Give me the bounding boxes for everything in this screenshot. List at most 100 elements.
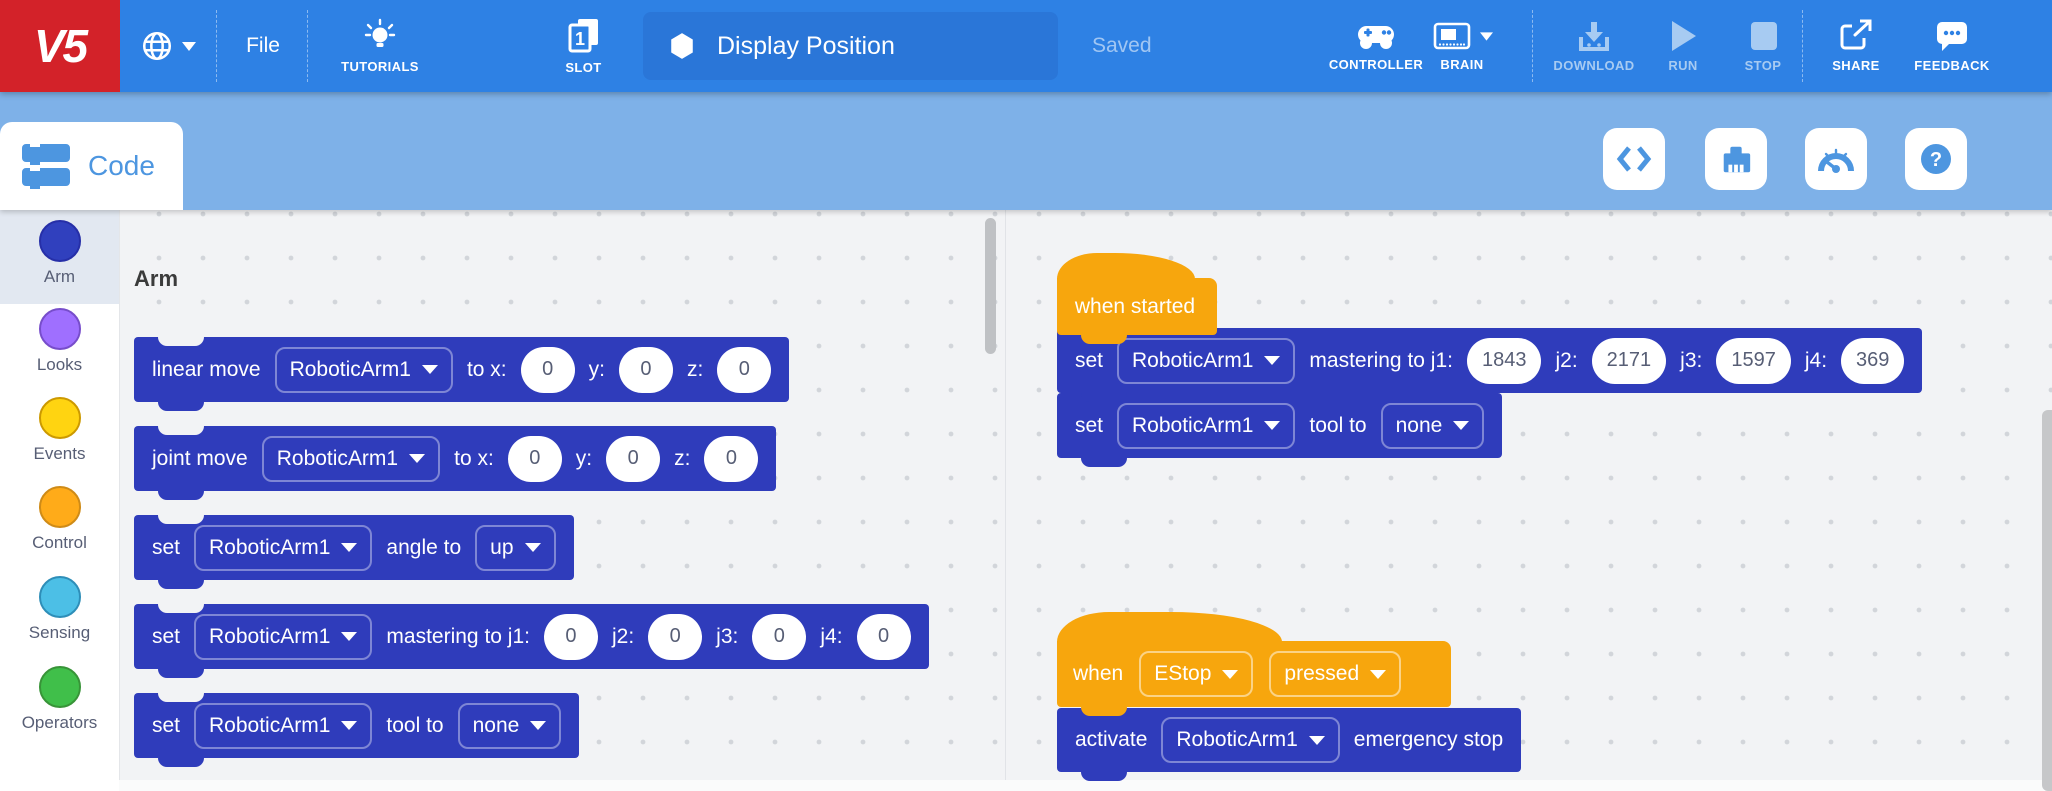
sidebar-item-arm[interactable]: Arm xyxy=(0,220,119,287)
script-block-set-tool[interactable]: set RoboticArm1 tool to none xyxy=(1057,393,1503,467)
device-dropdown[interactable]: RoboticArm1 xyxy=(261,435,441,482)
script-block-activate-estop[interactable]: activate RoboticArm1 emergency stop xyxy=(1057,708,1522,781)
hat-block-when-estop[interactable]: when EStop pressed xyxy=(1057,612,1451,716)
arm-category-label: Arm xyxy=(43,267,76,286)
help-button[interactable]: ? xyxy=(1905,128,1967,190)
file-menu-label: File xyxy=(246,34,280,57)
block-text: joint move xyxy=(152,446,248,470)
run-button[interactable]: RUN xyxy=(1644,0,1722,92)
sensing-category-label: Sensing xyxy=(28,623,91,642)
toolbar-separator xyxy=(216,10,217,82)
caret-down-icon xyxy=(341,632,358,641)
palette-block-set-tool[interactable]: set RoboticArm1 tool to none xyxy=(134,693,580,767)
sidebar-item-operators[interactable]: Operators xyxy=(0,666,119,733)
feedback-label: FEEDBACK xyxy=(1914,58,1990,73)
block-text: set xyxy=(1075,413,1104,437)
sidebar-item-looks[interactable]: Looks xyxy=(0,308,119,375)
block-text: tool to xyxy=(1309,413,1367,437)
tool-dropdown[interactable]: none xyxy=(1380,402,1485,449)
j3-value-field[interactable]: 1597 xyxy=(1716,337,1791,384)
palette-block-linear-move[interactable]: linear move RoboticArm1 to x: 0 y: 0 z: … xyxy=(134,337,790,411)
block-tab xyxy=(158,402,204,411)
block-text: y: xyxy=(588,357,605,381)
block-text: set xyxy=(152,713,181,737)
top-toolbar: V5 File TUTORI xyxy=(0,0,2052,92)
control-category-dot xyxy=(38,486,81,528)
stop-button[interactable]: STOP xyxy=(1724,0,1802,92)
block-tab xyxy=(1081,458,1127,467)
dashboard-gauge-button[interactable] xyxy=(1805,128,1867,190)
block-tab xyxy=(158,491,204,500)
y-value-field[interactable]: 0 xyxy=(618,346,673,393)
palette-block-set-mastering[interactable]: set RoboticArm1 mastering to j1: 0 j2: 0… xyxy=(134,604,929,678)
j4-value-field[interactable]: 369 xyxy=(1841,337,1905,384)
workspace-canvas: Arm Looks Events Control Sensing Operato… xyxy=(0,210,2052,791)
sidebar-item-sensing[interactable]: Sensing xyxy=(0,576,119,643)
j1-value-field[interactable]: 1843 xyxy=(1466,337,1542,384)
device-dropdown[interactable]: RoboticArm1 xyxy=(1117,402,1296,449)
share-icon xyxy=(1838,19,1874,53)
arm-category-dot xyxy=(38,220,81,262)
controller-button[interactable]: CONTROLLER xyxy=(1326,0,1426,92)
script-block-set-mastering[interactable]: set RoboticArm1 mastering to j1: 1843 j2… xyxy=(1057,328,1923,402)
block-text: set xyxy=(1075,348,1104,372)
tab-code[interactable]: Code xyxy=(0,122,183,210)
hat-block-when-started[interactable]: when started xyxy=(1057,253,1217,344)
code-view-toggle-button[interactable] xyxy=(1603,128,1665,190)
sidebar-item-control[interactable]: Control xyxy=(0,486,119,553)
looks-category-label: Looks xyxy=(36,355,83,374)
palette-block-joint-move[interactable]: joint move RoboticArm1 to x: 0 y: 0 z: 0 xyxy=(134,426,777,500)
download-button[interactable]: DOWNLOAD xyxy=(1544,0,1644,92)
sidebar-item-events[interactable]: Events xyxy=(0,397,119,464)
device-dropdown[interactable]: RoboticArm1 xyxy=(194,524,373,571)
svg-text:?: ? xyxy=(1930,149,1942,171)
block-notch xyxy=(158,604,204,613)
z-value-field[interactable]: 0 xyxy=(717,346,772,393)
x-value-field[interactable]: 0 xyxy=(507,435,562,482)
x-value-field[interactable]: 0 xyxy=(520,346,575,393)
toolbar-separator xyxy=(1532,10,1533,82)
block-text: y: xyxy=(575,446,593,470)
pressed-dropdown[interactable]: pressed xyxy=(1269,651,1402,697)
slot-button[interactable]: 1 SLOT xyxy=(536,0,631,92)
device-dropdown[interactable]: RoboticArm1 xyxy=(1117,337,1296,384)
chevron-down-icon xyxy=(182,41,196,51)
palette-scrollbar[interactable] xyxy=(985,218,996,354)
block-tab xyxy=(1081,393,1127,402)
device-dropdown[interactable]: RoboticArm1 xyxy=(1161,717,1340,763)
block-text: j4: xyxy=(820,624,843,648)
brain-button[interactable]: BRAIN xyxy=(1416,0,1508,92)
block-text: linear move xyxy=(152,357,261,381)
z-value-field[interactable]: 0 xyxy=(704,435,759,482)
tutorials-button[interactable]: TUTORIALS xyxy=(330,0,430,92)
caret-down-icon xyxy=(421,365,438,374)
estop-dropdown[interactable]: EStop xyxy=(1139,651,1254,697)
j2-value-field[interactable]: 0 xyxy=(648,613,703,660)
palette-block-set-angle[interactable]: set RoboticArm1 angle to up xyxy=(134,515,574,589)
feedback-button[interactable]: FEEDBACK xyxy=(1900,0,2004,92)
device-dropdown[interactable]: RoboticArm1 xyxy=(194,702,373,749)
block-text: j2: xyxy=(611,624,635,648)
workspace-scrollbar[interactable] xyxy=(2042,410,2052,791)
angle-dropdown[interactable]: up xyxy=(475,524,556,571)
slot-label: SLOT xyxy=(565,60,602,75)
language-menu[interactable] xyxy=(126,0,210,92)
j4-value-field[interactable]: 0 xyxy=(856,613,911,660)
file-menu[interactable]: File xyxy=(228,0,298,92)
device-dropdown[interactable]: RoboticArm1 xyxy=(194,613,373,660)
device-port-button[interactable] xyxy=(1705,128,1767,190)
download-label: DOWNLOAD xyxy=(1553,58,1635,73)
share-button[interactable]: SHARE xyxy=(1812,0,1900,92)
tool-dropdown[interactable]: none xyxy=(457,702,562,749)
block-tab xyxy=(158,758,204,767)
project-title-button[interactable]: Display Position xyxy=(643,12,1058,80)
operators-category-label: Operators xyxy=(21,713,98,732)
j1-value-field[interactable]: 0 xyxy=(543,613,598,660)
device-dropdown[interactable]: RoboticArm1 xyxy=(274,346,453,393)
j2-value-field[interactable]: 2171 xyxy=(1591,337,1667,384)
y-value-field[interactable]: 0 xyxy=(606,435,661,482)
j3-value-field[interactable]: 0 xyxy=(752,613,807,660)
brain-label: BRAIN xyxy=(1440,57,1484,72)
block-tab xyxy=(1081,772,1127,781)
project-title: Display Position xyxy=(717,31,895,60)
